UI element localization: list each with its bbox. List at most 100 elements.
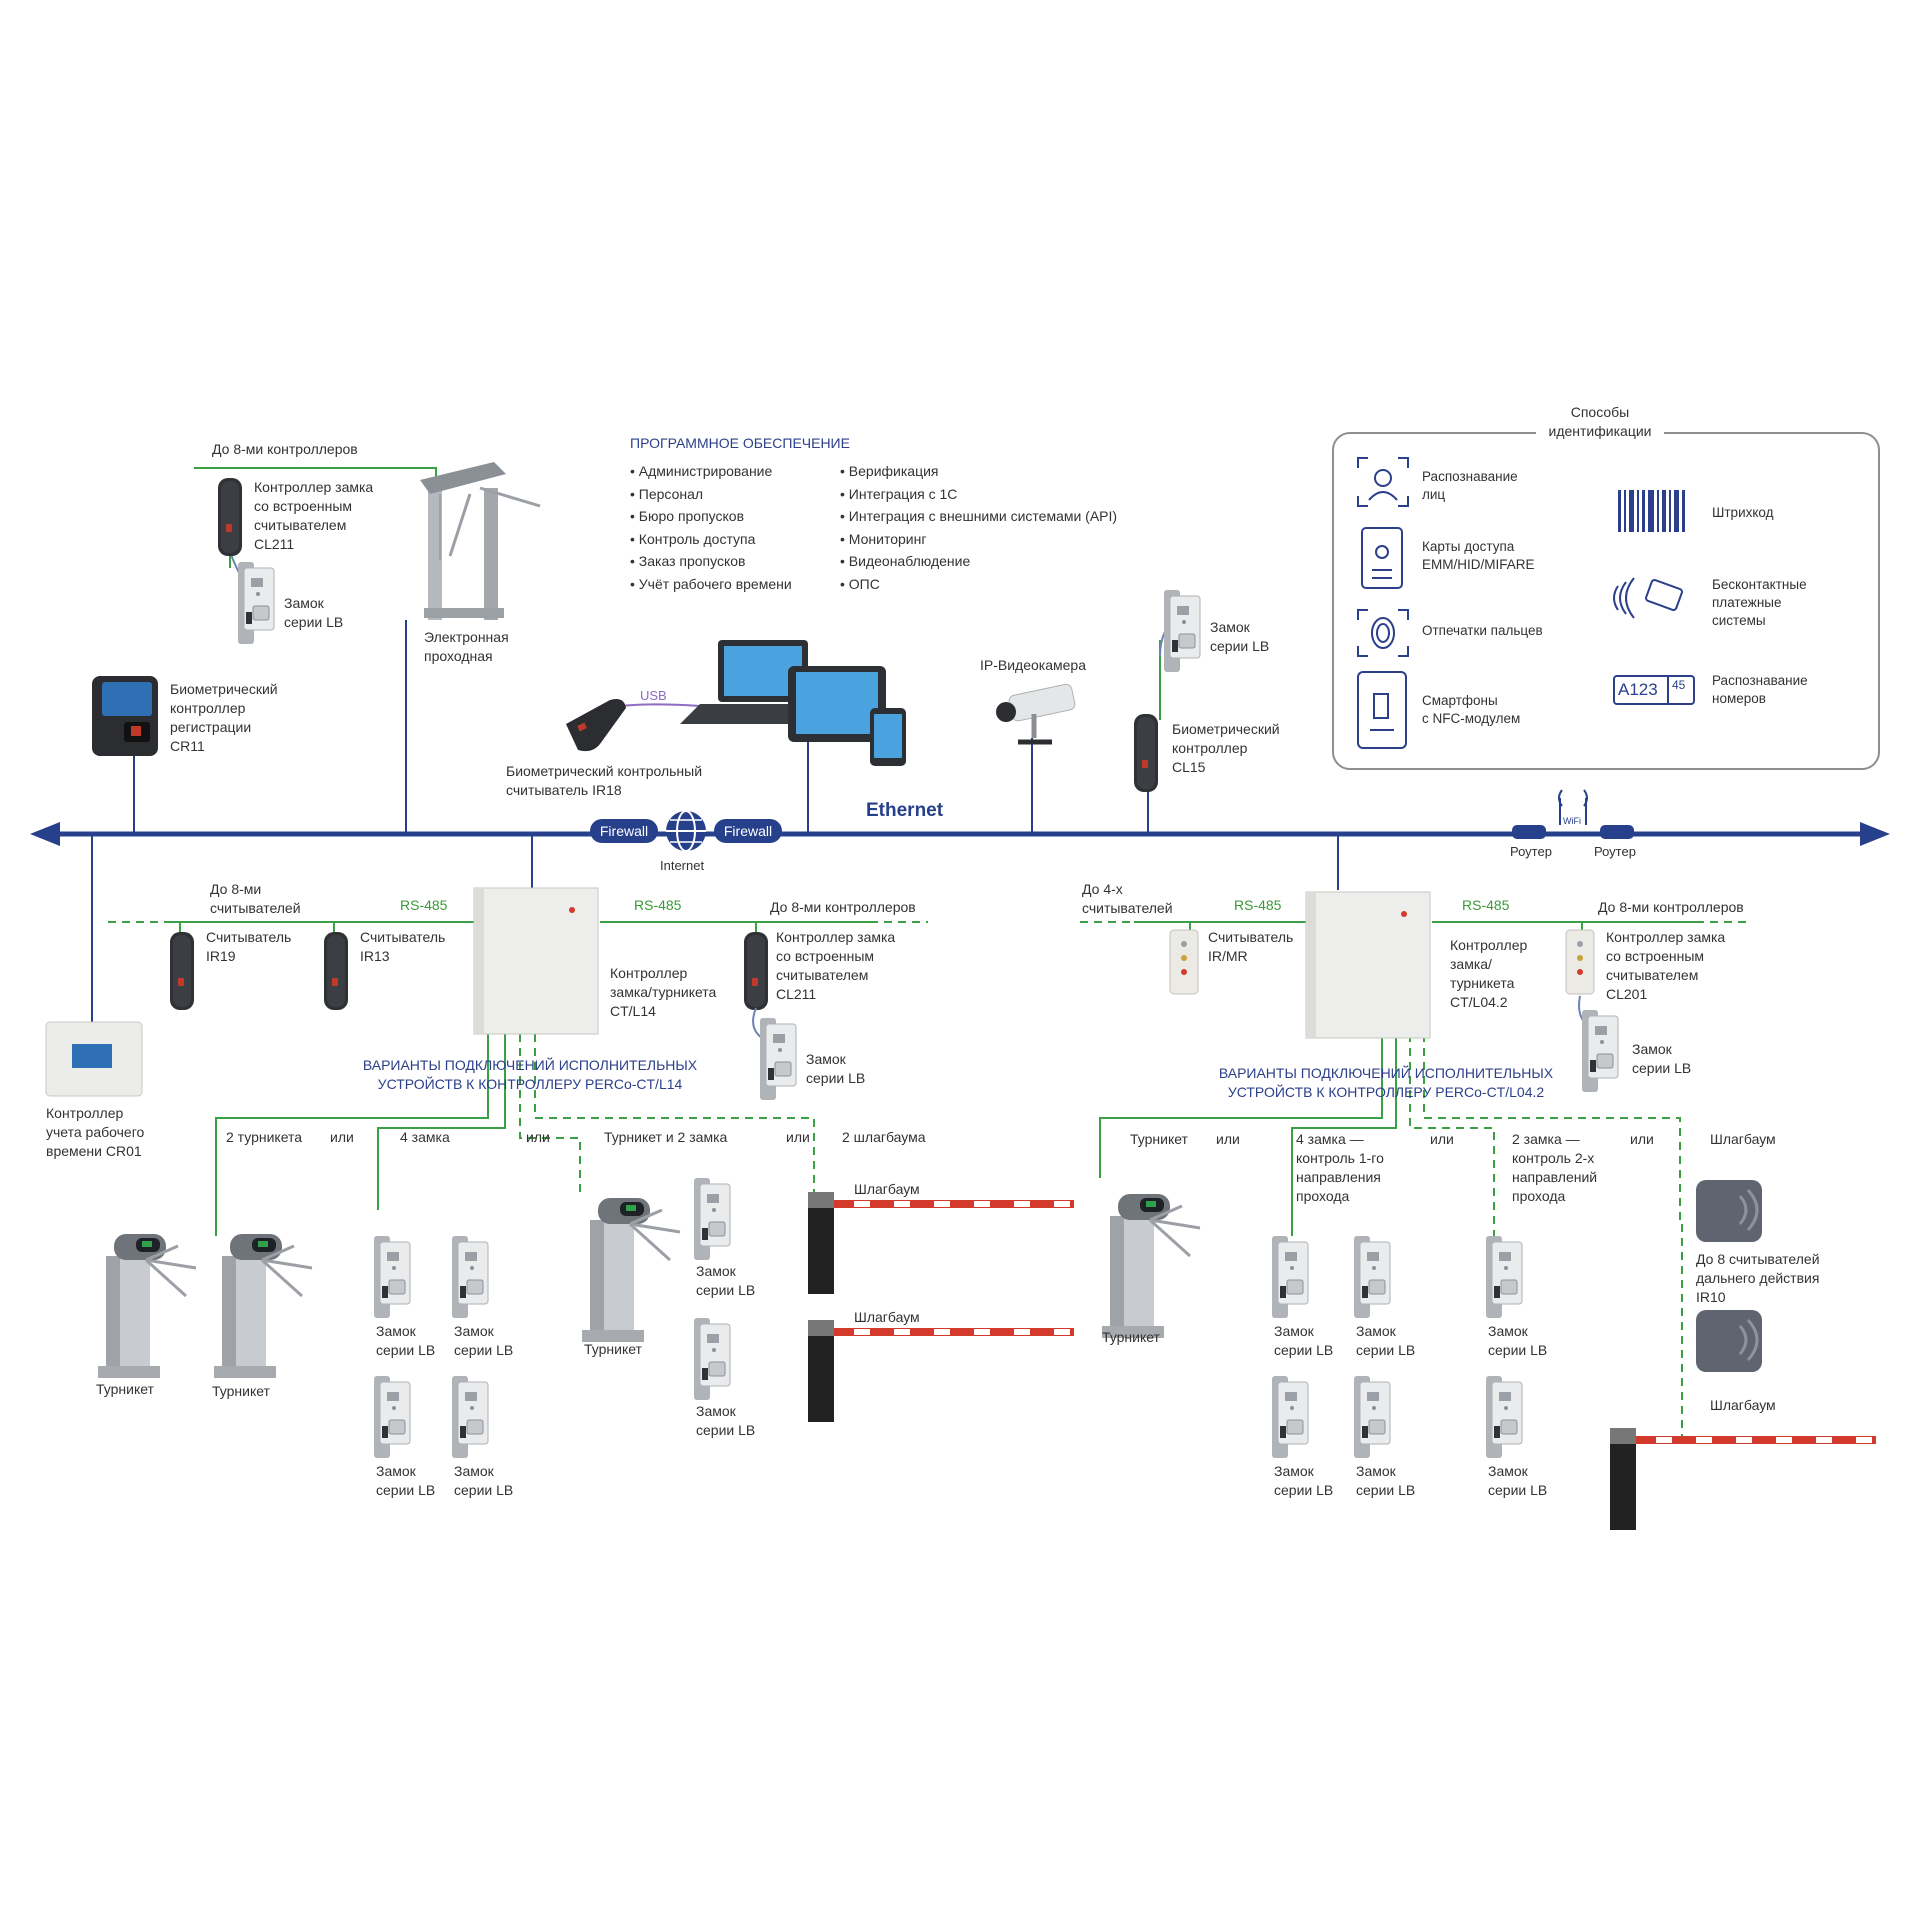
- right-upto8-controllers: До 8-ми контроллеров: [1598, 899, 1744, 915]
- firewall-left: Firewall: [590, 819, 658, 843]
- cl211-left-wire: [752, 1007, 763, 1039]
- left-barrier-1: [808, 1192, 1074, 1294]
- opt-barrier: Шлагбаум: [1710, 1131, 1776, 1147]
- ir18-label: Биометрический контрольный считыватель I…: [506, 763, 703, 798]
- right-turnstile-label: Турникет: [1102, 1329, 1160, 1345]
- left-4locks-lock-3: [373, 1375, 411, 1459]
- ctl042-label: Контроллер замка/ турникета CT/L04.2: [1450, 937, 1528, 1010]
- internet-globe-icon: [666, 810, 706, 852]
- ctl14-controller-box: [473, 887, 599, 1035]
- right-2locks-lock-2: [1485, 1375, 1523, 1459]
- right-lock-label: Замок серии LB: [1632, 1041, 1692, 1076]
- face-icon: [1357, 457, 1409, 507]
- camera-label: IP-Видеокамера: [980, 657, 1086, 673]
- left-barrier-1-label: Шлагбаум: [854, 1181, 920, 1197]
- opt-2-turnstiles: 2 турникета: [226, 1129, 303, 1145]
- right-or-2: или: [1430, 1131, 1454, 1147]
- router-left-icon: [1512, 825, 1546, 839]
- left-turn2locks-turnstile-label: Турникет: [584, 1341, 642, 1357]
- opt-2-barriers: 2 шлагбаума: [842, 1129, 926, 1145]
- bus-arrow-right-icon: [1860, 822, 1890, 846]
- left-barrier-2-label: Шлагбаум: [854, 1309, 920, 1325]
- left-turn2locks-lock-1-label: Замок серии LB: [696, 1263, 756, 1298]
- software-item-3: • Контроль доступа: [630, 530, 756, 547]
- bus-arrow-left-icon: [30, 822, 60, 846]
- left-lock-1-label: Замок серии LB: [376, 1323, 436, 1358]
- right-lock-1-label: Замок серии LB: [1274, 1323, 1334, 1358]
- cl211-top-label: Контроллер замка со встроенным считывате…: [254, 479, 374, 552]
- left-lock-3-label: Замок серии LB: [376, 1463, 436, 1498]
- software-item-5: • Учёт рабочего времени: [630, 575, 792, 592]
- usb-label: USB: [640, 688, 667, 703]
- ip-camera-icon: [996, 683, 1076, 745]
- left-or-1: или: [330, 1129, 354, 1145]
- right-2locks-lock-1: [1485, 1235, 1523, 1319]
- identification-title: Способы идентификации: [1536, 403, 1664, 441]
- right-4locks-lock-1: [1271, 1235, 1309, 1319]
- left-turn2locks-lock-1: [693, 1177, 731, 1261]
- license-plate-icon: [1613, 675, 1695, 705]
- opt-4-locks-1dir: 4 замка — контроль 1-го направления прох…: [1296, 1131, 1384, 1204]
- left-lock-near-cl211: [759, 1017, 797, 1101]
- right-lock-6-label: Замок серии LB: [1488, 1463, 1548, 1498]
- right-4locks-lock-3: [1271, 1375, 1309, 1459]
- ir10-reader-2: [1696, 1310, 1762, 1372]
- smartphone-label: Смартфоны с NFC-модулем: [1422, 693, 1521, 726]
- ir10-reader-1: [1696, 1180, 1762, 1242]
- cl15-label: Биометрический контроллер CL15: [1172, 721, 1280, 775]
- top-upto8-label: До 8-ми контроллеров: [212, 441, 358, 457]
- ir19-label: Считыватель IR19: [206, 929, 292, 964]
- left-barrier-2: [808, 1320, 1074, 1422]
- ir19-reader: [170, 932, 194, 1010]
- software-item-b-3: • Мониторинг: [840, 530, 927, 547]
- irmr-reader: [1169, 929, 1199, 995]
- plate-text: A123: [1618, 680, 1658, 699]
- firewall-right: Firewall: [714, 819, 782, 843]
- cr11-device: [92, 676, 158, 756]
- opt-4-locks: 4 замка: [400, 1129, 450, 1145]
- fingerprint-label: Отпечатки пальцев: [1422, 623, 1543, 638]
- top-lock-2: [1163, 589, 1201, 673]
- right-lock-5-label: Замок серии LB: [1488, 1323, 1548, 1358]
- electronic-gate-label: Электронная проходная: [424, 629, 509, 664]
- right-or-3: или: [1630, 1131, 1654, 1147]
- cl211-top-reader: [218, 478, 242, 556]
- electronic-turnstile-gate: [420, 462, 541, 620]
- cl15-reader: [1134, 714, 1158, 792]
- cards-label: Карты доступа EMM/HID/MIFARE: [1422, 539, 1535, 572]
- left-lock-2-label: Замок серии LB: [454, 1323, 514, 1358]
- ir18-device: [566, 699, 626, 752]
- cl201-reader: [1565, 929, 1595, 995]
- software-item-b-5: • ОПС: [840, 575, 880, 592]
- smartphone-nfc-icon: [1357, 671, 1407, 749]
- left-turn2locks-turnstile: [580, 1196, 682, 1344]
- ir13-label: Считыватель IR13: [360, 929, 446, 964]
- left-4locks-lock-4: [451, 1375, 489, 1459]
- left-turnstile-2: [212, 1232, 314, 1380]
- right-4locks-lock-4: [1353, 1375, 1391, 1459]
- plate-region: 45: [1672, 678, 1686, 692]
- right-variants-title: ВАРИАНТЫ ПОДКЛЮЧЕНИЙ ИСПОЛНИТЕЛЬНЫХ УСТР…: [1218, 1065, 1554, 1100]
- contactless-label: Бесконтактные платежные системы: [1712, 577, 1807, 628]
- software-list-1: • Администрирование• Персонал• Бюро проп…: [630, 460, 792, 595]
- top-lock-2-label: Замок серии LB: [1210, 619, 1270, 654]
- plates-label: Распознавание номеров: [1712, 673, 1808, 706]
- right-lock-2-label: Замок серии LB: [1356, 1323, 1416, 1358]
- face-label: Распознавание лиц: [1422, 469, 1518, 502]
- cl201-label: Контроллер замка со встроенным считывате…: [1606, 929, 1726, 1002]
- irmr-label: Считыватель IR/MR: [1208, 929, 1294, 964]
- left-variants-title: ВАРИАНТЫ ПОДКЛЮЧЕНИЙ ИСПОЛНИТЕЛЬНЫХ УСТР…: [362, 1057, 698, 1092]
- software-item-4: • Заказ пропусков: [630, 553, 746, 569]
- internet-label: Internet: [660, 858, 705, 873]
- access-card-icon: [1361, 527, 1403, 589]
- left-upto8-controllers: До 8-ми контроллеров: [770, 899, 916, 915]
- left-lock-4-label: Замок серии LB: [454, 1463, 514, 1498]
- right-rs485-2: RS-485: [1462, 897, 1510, 913]
- left-turnstile-1: [96, 1232, 198, 1380]
- barcode-icon: [1618, 490, 1685, 532]
- cr01-label: Контроллер учета рабочего времени CR01: [46, 1105, 145, 1159]
- right-rs485-1: RS-485: [1234, 897, 1282, 913]
- right-turnstile: [1100, 1192, 1202, 1340]
- router-right-label: Роутер: [1594, 844, 1636, 859]
